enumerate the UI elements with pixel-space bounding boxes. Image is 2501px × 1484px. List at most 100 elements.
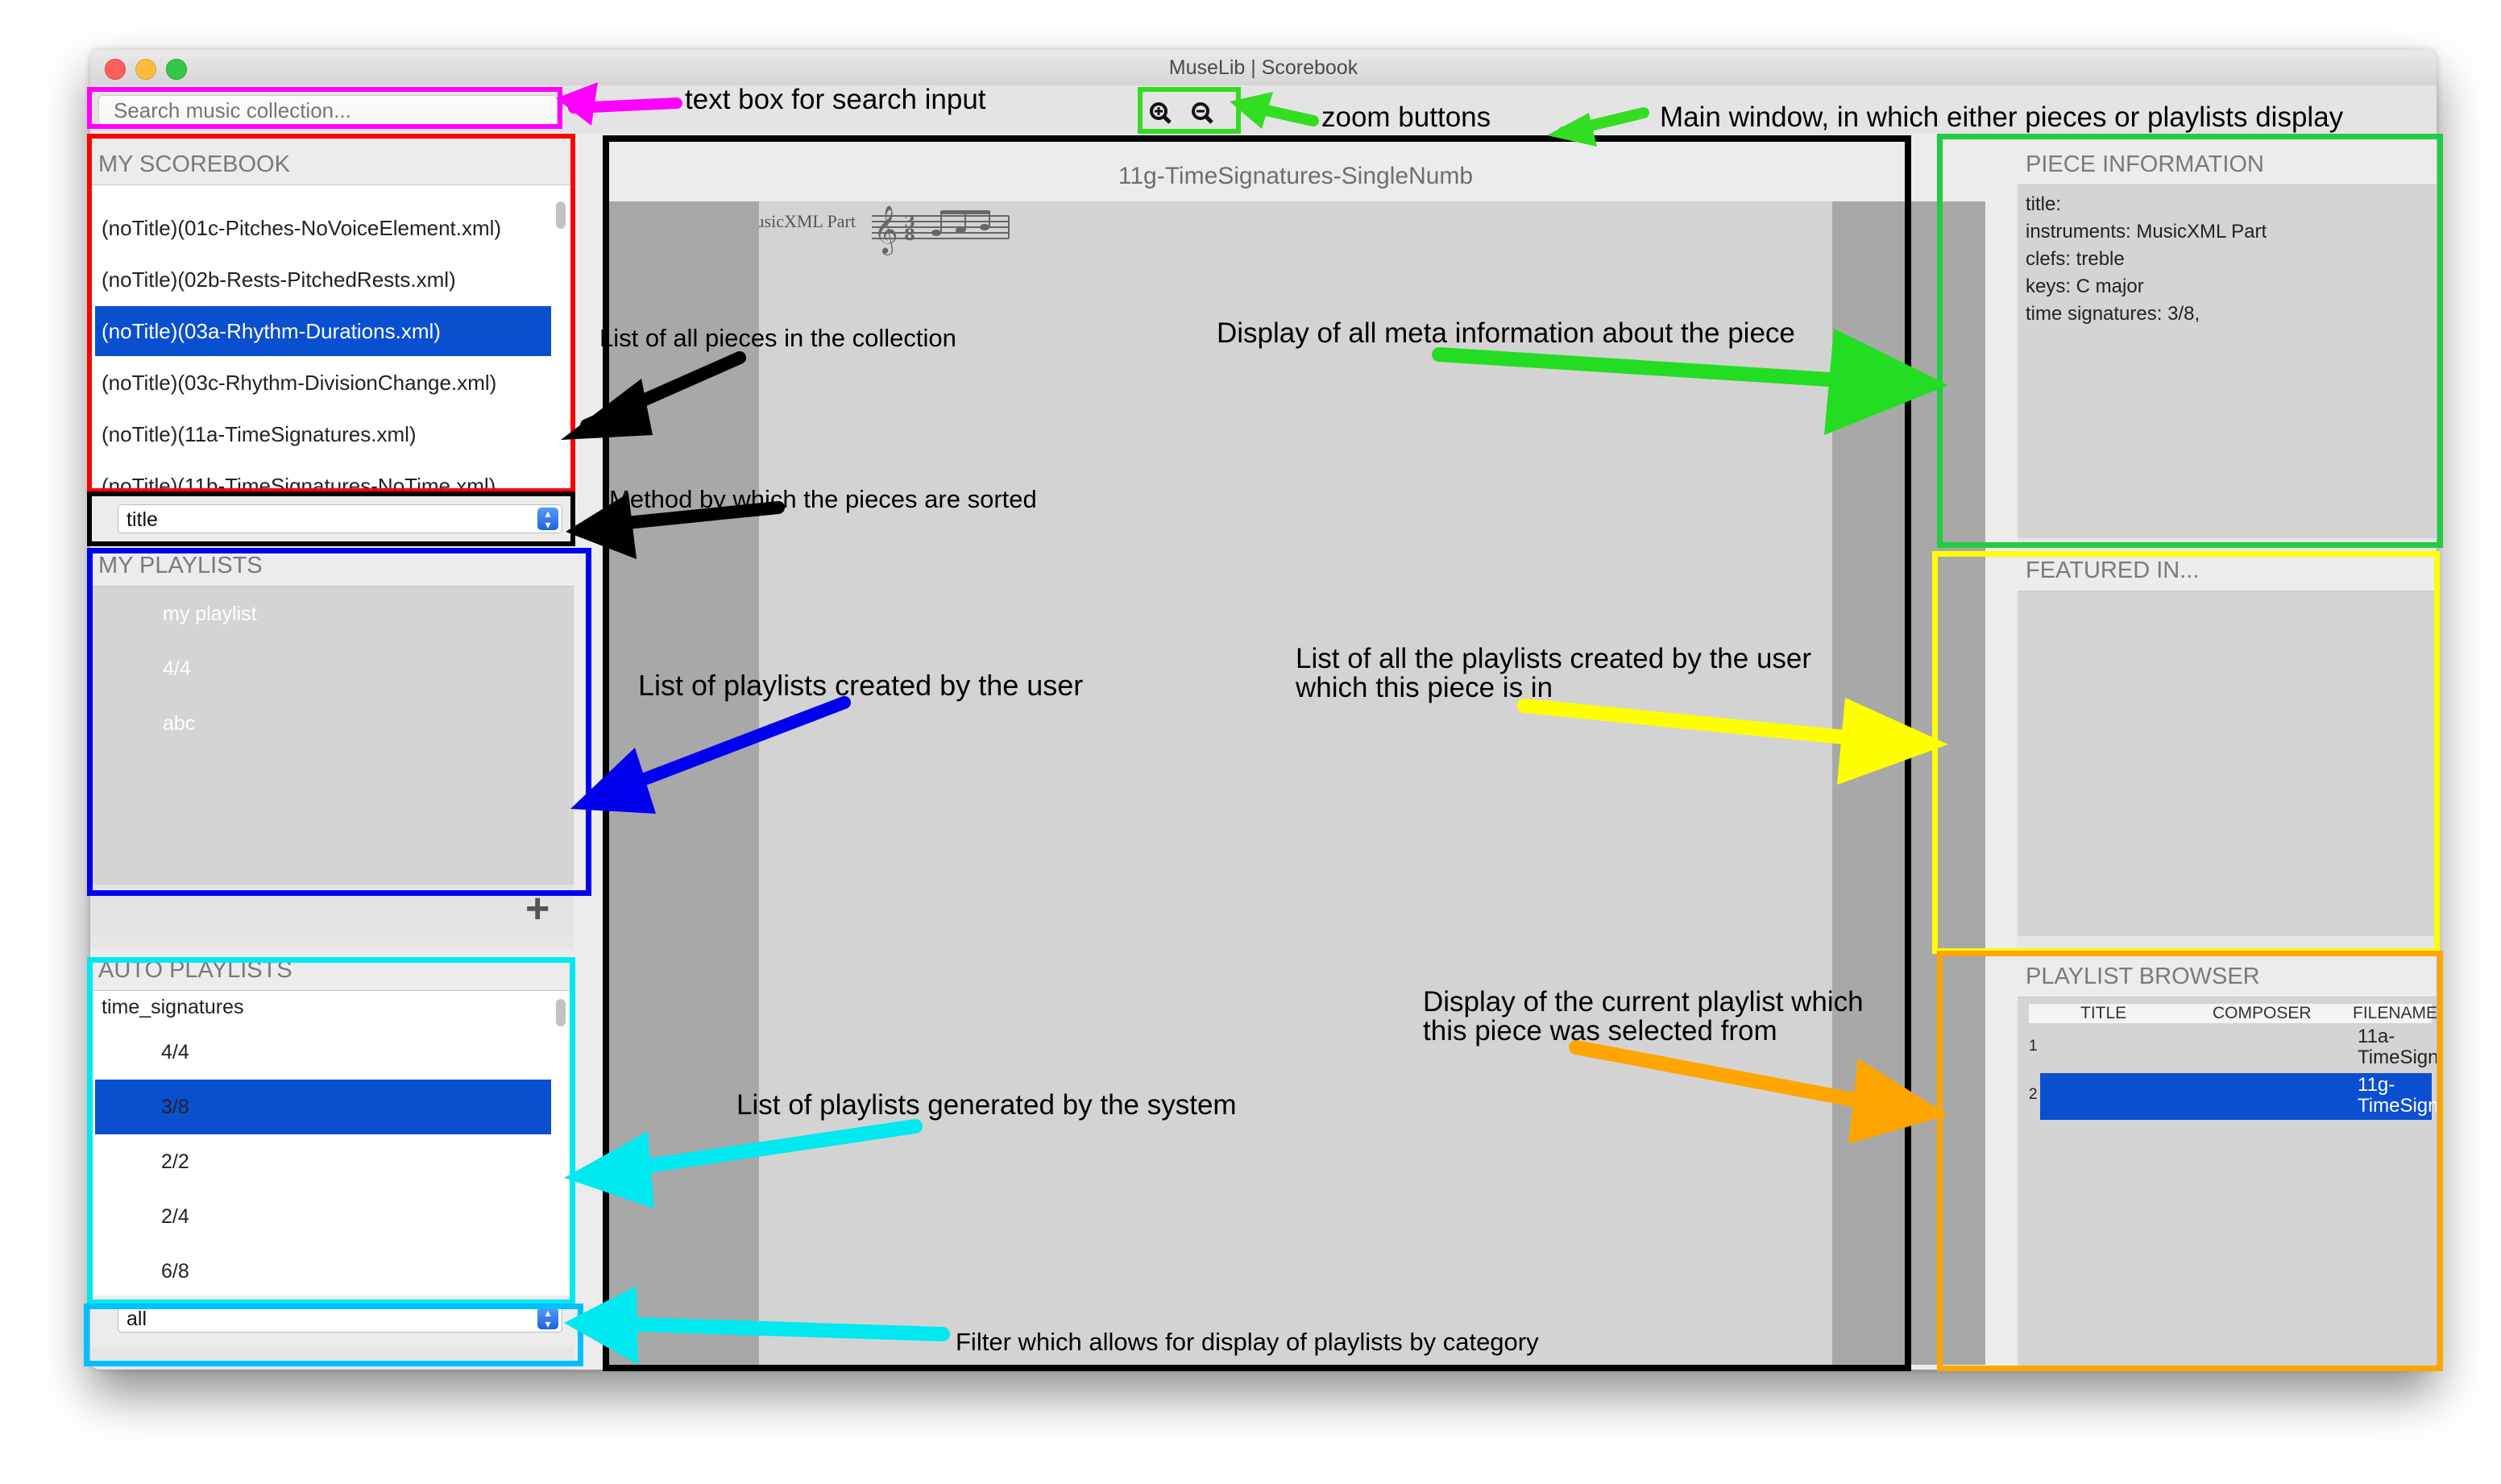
playlist-item[interactable]: abc — [163, 712, 196, 735]
annotation-featured-line2: which this piece is in — [1296, 672, 1553, 703]
annotation-pieces: List of all pieces in the collection — [599, 324, 956, 352]
annotation-meta: Display of all meta information about th… — [1217, 317, 1795, 349]
auto-playlists-header: AUTO PLAYLISTS — [90, 949, 574, 991]
auto-highlight-box — [87, 957, 575, 1305]
browser-row-filename: 11g-TimeSignat... — [2358, 1075, 2437, 1117]
browser-row-cell: 11g-TimeSignat... — [2040, 1073, 2437, 1120]
annotation-auto: List of playlists generated by the syste… — [736, 1089, 1237, 1121]
auto-playlist-item[interactable]: 6/8 — [161, 1260, 189, 1283]
auto-playlist-item[interactable]: 4/4 — [161, 1041, 189, 1063]
column-title[interactable]: TITLE — [2080, 1004, 2127, 1022]
svg-text:3: 3 — [904, 212, 915, 231]
annotation-browser-line2: this piece was selected from — [1423, 1015, 1777, 1047]
staff-notation: 𝄞 3 8 — [872, 205, 1010, 255]
playlist-browser-header: PLAYLIST BROWSER — [2018, 955, 2437, 997]
filter-stepper-icon: ▴▾ — [537, 1307, 558, 1329]
scorebook-item[interactable]: (noTitle)(02b-Rests-PitchedRests.xml) — [102, 267, 456, 292]
maximize-window-button[interactable] — [166, 59, 187, 80]
zoom-out-button[interactable] — [1188, 100, 1218, 126]
sort-value: title — [127, 508, 158, 531]
annotation-main-window: Main window, in which either pieces or p… — [1660, 102, 2344, 133]
search-input[interactable] — [98, 95, 558, 126]
piece-info-line: clefs: treble — [2026, 248, 2125, 270]
score-title: 11g-TimeSignatures-SingleNumb — [606, 151, 1985, 202]
filter-highlight-box — [84, 1304, 583, 1366]
annotation-zoom: zoom buttons — [1321, 102, 1491, 133]
annotation-browser-line1: Display of the current playlist which — [1423, 986, 1864, 1018]
window-title: MuseLib | Scorebook — [1168, 56, 1358, 79]
piece-info-line: title: — [2026, 193, 2062, 215]
part-name-text: MusicXML Part — [759, 211, 856, 231]
filename-line2: TimeSignat... — [2358, 1047, 2437, 1068]
browser-column-headers: TITLE COMPOSER FILENAME — [2029, 1004, 2437, 1023]
filename-line1: 11a- — [2358, 1026, 2395, 1047]
filename-line2: TimeSignat... — [2358, 1095, 2437, 1117]
playlist-item[interactable]: my playlist — [163, 603, 257, 625]
piece-info-panel: PIECE INFORMATION title:instruments: Mus… — [2018, 143, 2437, 538]
score-page[interactable]: MusicXML Part 𝄞 3 8 — [759, 201, 1832, 1365]
auto-playlist-item[interactable]: 2/4 — [161, 1205, 189, 1228]
piece-info-line: time signatures: 3/8, — [2026, 303, 2200, 325]
zoom-highlight-box — [1138, 87, 1241, 134]
filter-value: all — [127, 1308, 147, 1330]
browser-row-number: 1 — [2029, 1038, 2038, 1055]
piece-info-header: PIECE INFORMATION — [2018, 143, 2437, 185]
browser-row-number: 2 — [2029, 1086, 2038, 1103]
piece-info-highlight-box — [1937, 134, 2443, 548]
sort-bar: title ▴▾ — [90, 493, 574, 545]
browser-rows: 111a-TimeSignat...211g-TimeSignat... — [2029, 1025, 2437, 1363]
auto-playlist-item[interactable]: 3/8 — [95, 1080, 551, 1134]
annotation-search: text box for search input — [685, 84, 986, 115]
close-window-button[interactable] — [105, 59, 126, 80]
scorebook-item[interactable]: (noTitle)(03a-Rhythm-Durations.xml) — [95, 306, 551, 356]
column-composer[interactable]: COMPOSER — [2213, 1004, 2312, 1022]
svg-text:8: 8 — [904, 225, 915, 244]
scorebook-item[interactable]: (noTitle)(03c-Rhythm-DivisionChange.xml) — [102, 371, 497, 395]
sort-highlight-box — [87, 491, 575, 546]
auto-playlist-item[interactable]: 2/2 — [161, 1150, 189, 1173]
minimize-window-button[interactable] — [135, 59, 156, 80]
scorebook-panel: MY SCOREBOOK (noTitle)(01c-Pitches-NoVoi… — [90, 143, 574, 493]
zoom-in-button[interactable] — [1146, 100, 1176, 126]
auto-playlists-panel: AUTO PLAYLISTS time_signatures 4/4 3/8 2/2… — [90, 949, 574, 1295]
search-highlight-box — [87, 87, 562, 129]
zoom-in-icon — [1150, 102, 1172, 124]
main-window: 11g-TimeSignatures-SingleNumb MusicXML P… — [606, 151, 1985, 1365]
scorebook-header: MY SCOREBOOK — [90, 143, 574, 185]
playlist-item[interactable]: 4/4 — [163, 657, 191, 680]
scorebook-item[interactable]: (noTitle)(01c-Pitches-NoVoiceElement.xml… — [102, 216, 502, 240]
zoom-out-icon — [1192, 102, 1213, 124]
playlists-highlight-box — [87, 548, 591, 896]
auto-playlists-list[interactable]: 4/4 3/8 2/2 2/4 6/8 — [90, 1025, 574, 1295]
browser-highlight-box — [1937, 951, 2443, 1371]
arrow-filter — [581, 1316, 950, 1341]
app-window: MuseLib | Scorebook MY SCOREBOOK (noTitl… — [90, 50, 2437, 1370]
filename-line1: 11g- — [2358, 1074, 2395, 1096]
right-sidebar: PIECE INFORMATION title:instruments: Mus… — [2018, 143, 2437, 1370]
scorebook-scrollbar[interactable] — [556, 201, 566, 229]
svg-text:𝄞: 𝄞 — [873, 205, 898, 255]
column-filename[interactable]: FILENAME — [2353, 1004, 2437, 1022]
browser-row[interactable]: 2 11g-TimeSignat... — [2029, 1073, 2437, 1120]
annotation-user-playlists: List of playlists created by the user — [638, 669, 1084, 702]
piece-info-line: keys: C major — [2026, 276, 2144, 297]
auto-playlists-group-label: time_signatures — [102, 996, 244, 1018]
sort-stepper-icon: ▴▾ — [537, 508, 558, 530]
browser-row[interactable]: 1 11a-TimeSignat... — [2029, 1025, 2437, 1072]
sort-dropdown[interactable]: title ▴▾ — [118, 504, 562, 533]
browser-row-filename: 11a-TimeSignat... — [2358, 1026, 2437, 1068]
pieces-highlight-box — [87, 134, 575, 493]
part-name: MusicXML Part — [759, 211, 856, 232]
browser-row-cell: 11a-TimeSignat... — [2040, 1025, 2437, 1072]
annotation-featured: List of all the playlists created by the… — [1296, 645, 1811, 703]
playlist-browser-panel: PLAYLIST BROWSER TITLE COMPOSER FILENAME… — [2018, 955, 2437, 1370]
left-sidebar: MY SCOREBOOK (noTitle)(01c-Pitches-NoVoi… — [90, 143, 574, 1370]
annotation-filter: Filter which allows for display of playl… — [956, 1328, 1539, 1356]
my-playlists-list[interactable]: my playlist 4/4 abc — [90, 587, 574, 885]
annotation-featured-line1: List of all the playlists created by the… — [1296, 643, 1812, 674]
auto-playlists-scrollbar[interactable] — [556, 999, 566, 1026]
title-bar: MuseLib | Scorebook — [90, 50, 2437, 86]
scorebook-item[interactable]: (noTitle)(11a-TimeSignatures.xml) — [102, 422, 417, 446]
